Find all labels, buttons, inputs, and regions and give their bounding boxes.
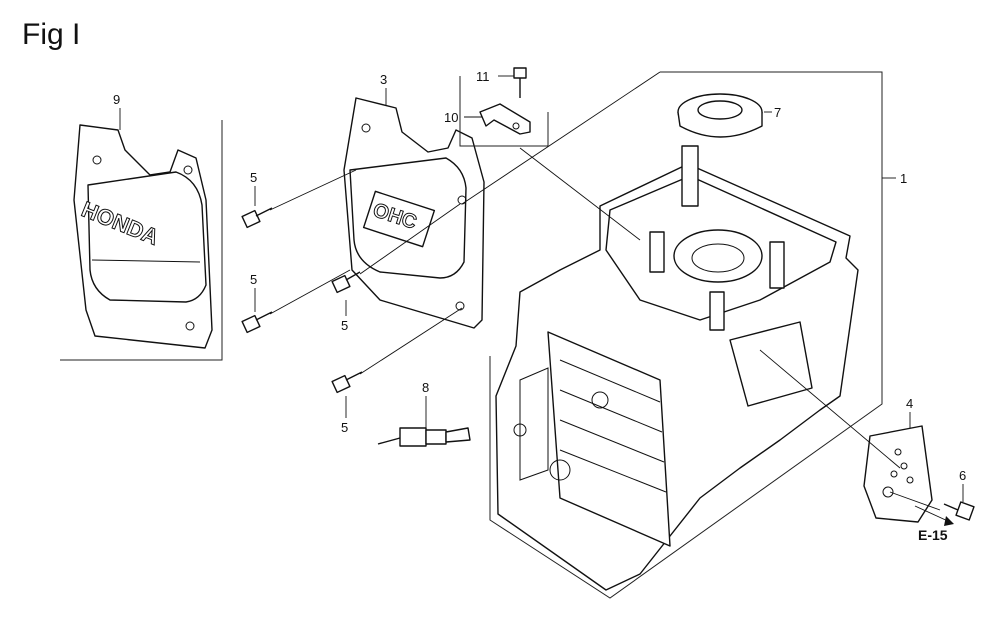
part-7-oil-seal <box>677 93 763 138</box>
reference-e15: E-15 <box>918 527 948 543</box>
callout-3: 3 <box>380 72 387 87</box>
bolt-5-c <box>331 271 361 294</box>
callout-10: 10 <box>444 110 458 125</box>
bolt-5-b <box>241 311 273 334</box>
callout-11: 11 <box>476 69 490 84</box>
leader-lines <box>119 71 964 526</box>
callout-7: 7 <box>774 105 781 120</box>
part-1-cylinder-block <box>489 71 883 599</box>
part-6-bolt <box>943 501 975 521</box>
callout-9: 9 <box>113 92 120 107</box>
part-10-bracket <box>459 76 549 147</box>
figure-title: Fig I <box>22 18 81 51</box>
part-4-gasket-plate <box>863 425 933 523</box>
callout-5-b: 5 <box>250 272 257 287</box>
callout-5-c: 5 <box>341 318 348 333</box>
bolt-5-a <box>241 207 273 229</box>
callout-8: 8 <box>422 380 429 395</box>
part-9-head-cover: HONDA <box>60 120 223 361</box>
callout-4: 4 <box>906 396 913 411</box>
bolt-5-d <box>331 371 363 394</box>
callout-5-d: 5 <box>341 420 348 435</box>
callout-6: 6 <box>959 468 966 483</box>
callout-1: 1 <box>900 171 907 186</box>
part-3-valve-cover: OHC <box>343 97 485 329</box>
part-8-spark-plug <box>377 427 471 447</box>
part-11-bolt <box>513 67 527 98</box>
callout-5-a: 5 <box>250 170 257 185</box>
